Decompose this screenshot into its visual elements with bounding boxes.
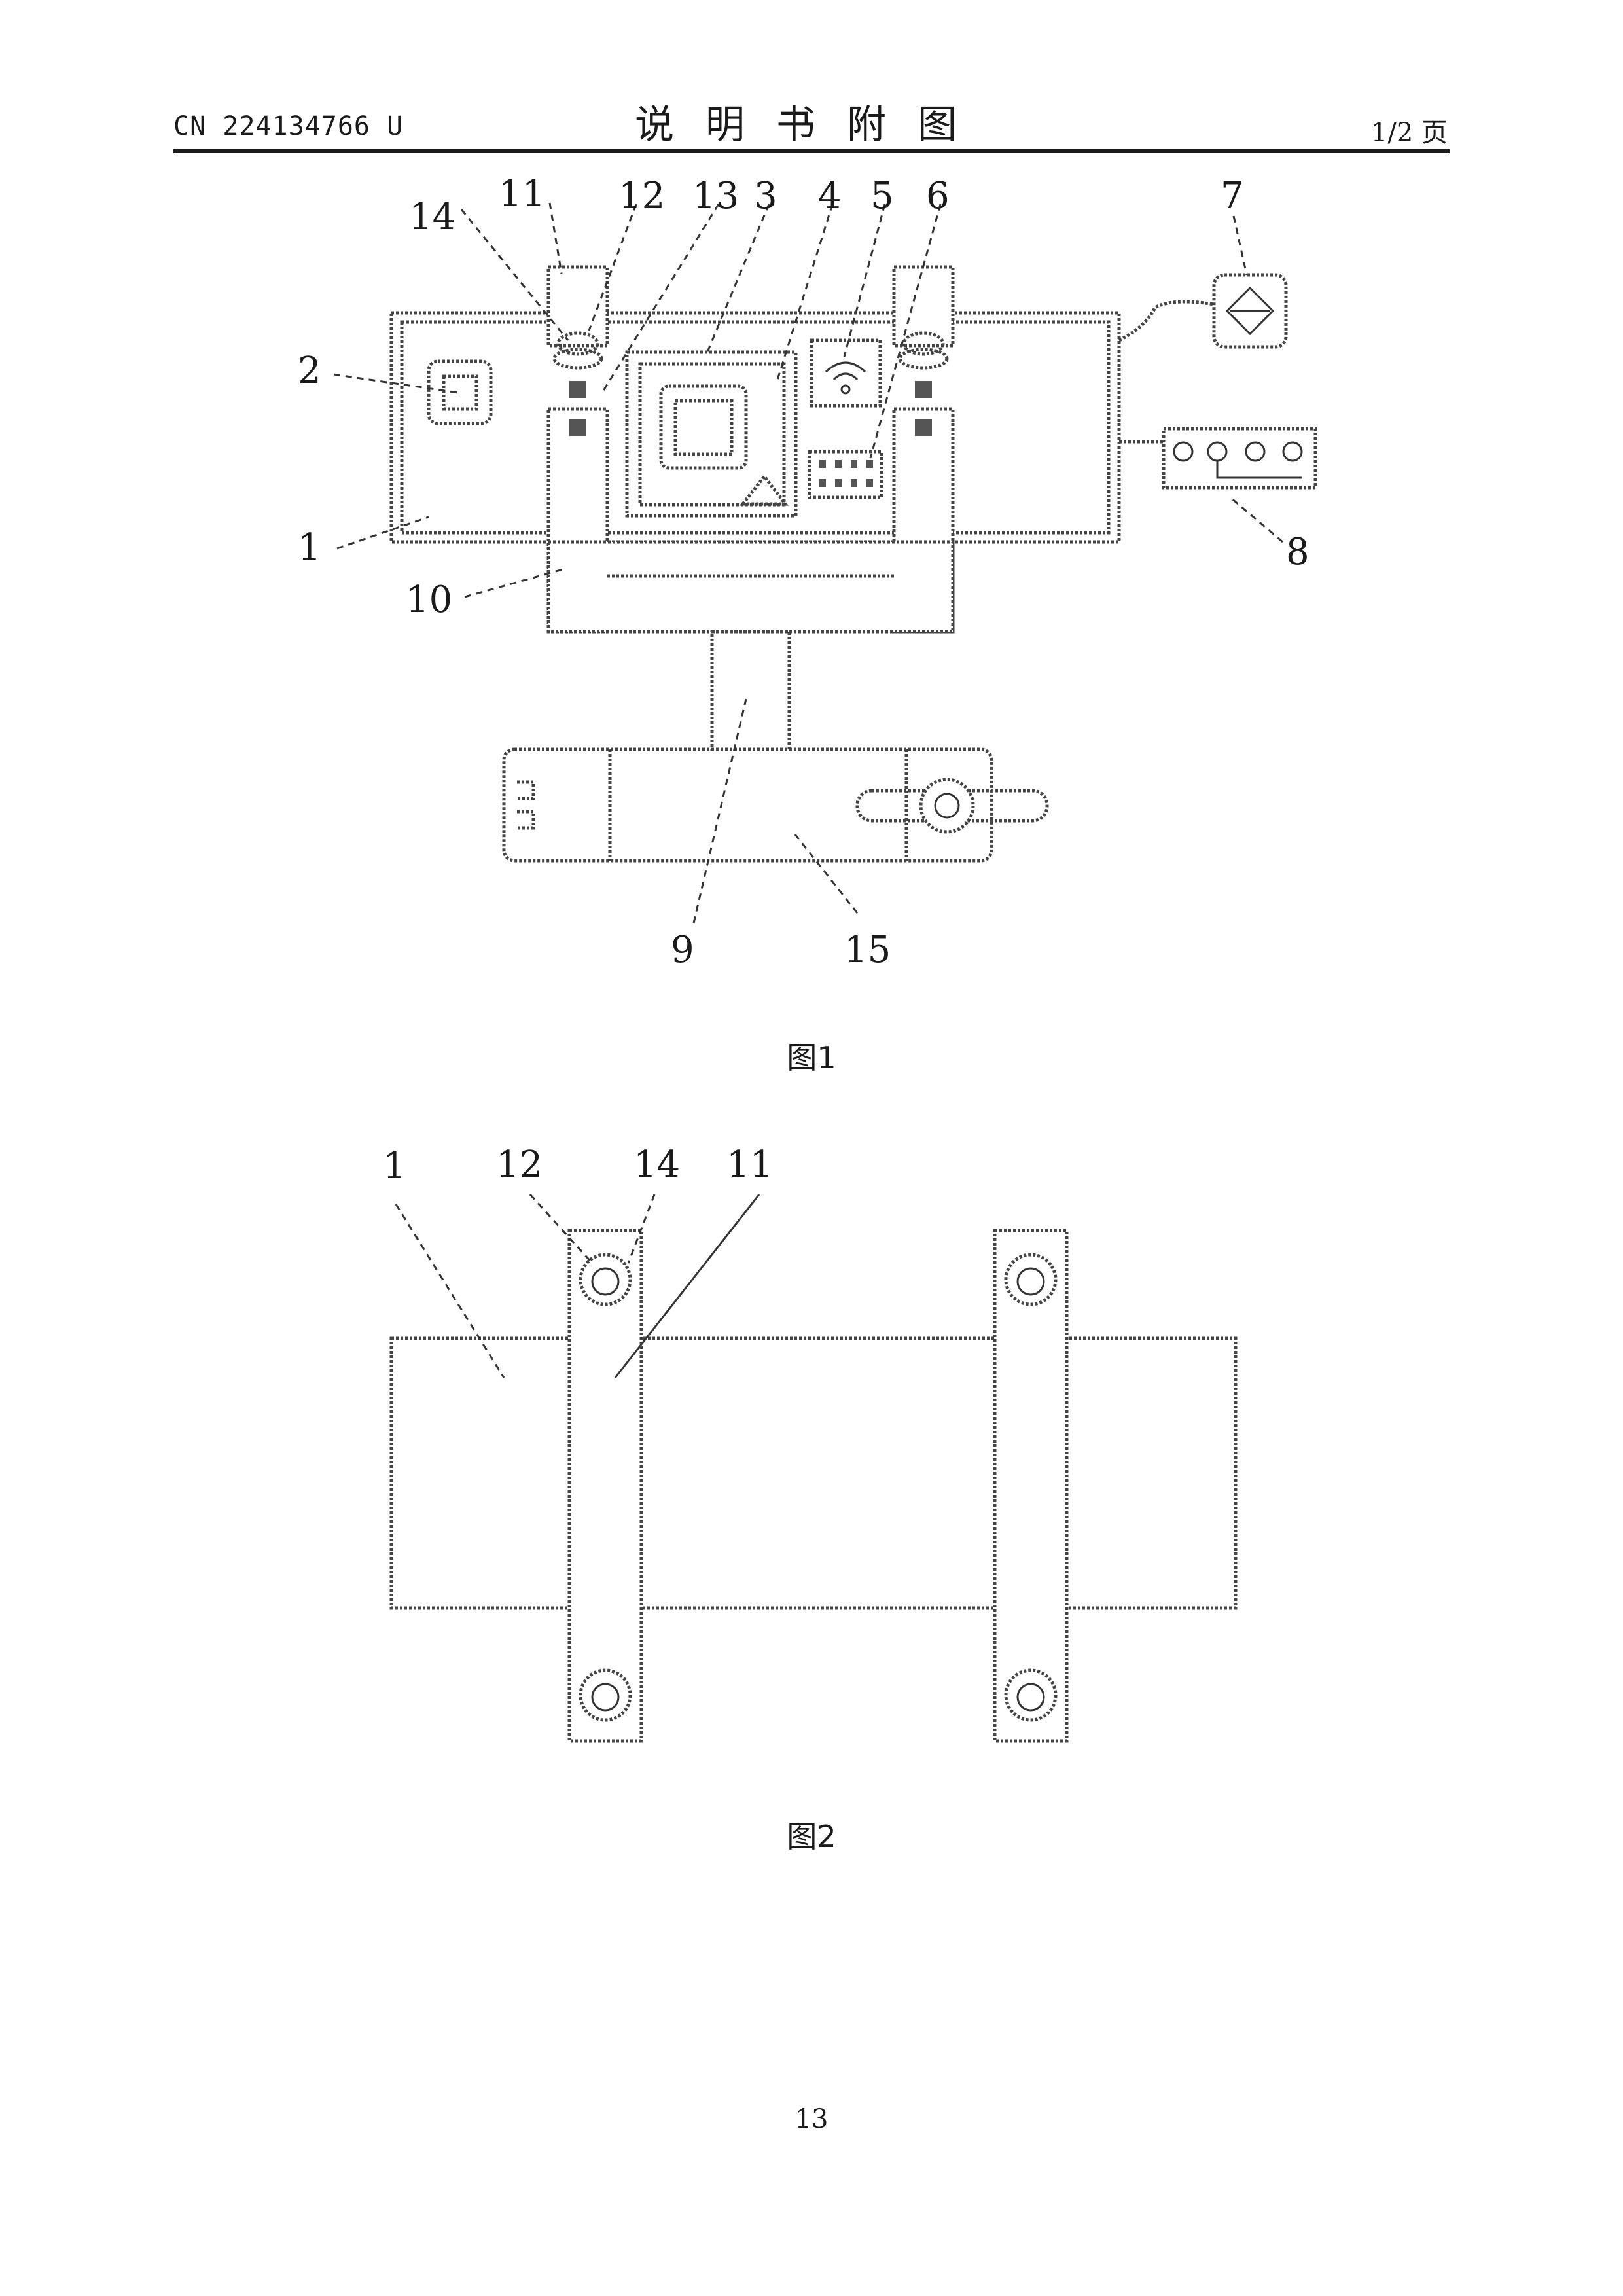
main-panel	[391, 313, 1119, 542]
device-8-port	[1208, 442, 1226, 461]
device-8-trace	[1217, 461, 1302, 478]
leader-line	[707, 204, 769, 353]
ref-label: 14	[409, 196, 455, 238]
right-bolt-upper	[915, 381, 932, 398]
device-8-port	[1246, 442, 1264, 461]
figure-1-drawing: 11 14 12 13 3 4 5 6 7 2 1 10 8 9 15	[0, 170, 1623, 1021]
ref-label: 5	[870, 175, 894, 217]
ref-label: 2	[298, 350, 321, 392]
component-2-box	[429, 361, 491, 423]
leader-line	[465, 569, 563, 597]
figure-2-drawing: 1 12 14 11	[0, 1113, 1623, 1780]
leader-line	[337, 517, 429, 548]
ref-label: 12	[496, 1143, 543, 1186]
knob	[921, 780, 973, 832]
ref-label: 11	[499, 173, 545, 215]
support-pole	[712, 632, 789, 749]
keypad-key	[866, 479, 873, 487]
ref-label: 10	[406, 579, 452, 621]
keypad-key	[851, 479, 857, 487]
keypad-key	[866, 460, 873, 468]
ref-label: 3	[754, 175, 777, 217]
left-bolt-upper	[569, 381, 586, 398]
leader-line	[396, 1204, 504, 1378]
ref-label: 1	[383, 1145, 406, 1187]
keypad-key	[835, 460, 842, 468]
leader-line	[1230, 497, 1283, 542]
keypad-key	[851, 460, 857, 468]
display-screen-frame	[627, 352, 796, 516]
ref-label: 15	[844, 929, 891, 971]
warning-triangle-icon	[743, 476, 785, 504]
keypad-key	[819, 479, 826, 487]
figure-2-caption: 图2	[0, 1813, 1623, 1856]
device-7-cable	[1119, 302, 1214, 340]
chip-core	[675, 401, 732, 454]
leader-line	[550, 203, 562, 274]
header-rule	[173, 149, 1450, 153]
ref-label: 7	[1221, 175, 1244, 217]
ref-label: 8	[1286, 531, 1310, 573]
keypad-key	[819, 460, 826, 468]
ref-label: 4	[818, 175, 842, 217]
left-bolt-lower	[569, 419, 586, 436]
wifi-icon-dot	[842, 386, 849, 393]
ref-label: 13	[692, 175, 739, 217]
panel-top-view	[391, 1338, 1236, 1608]
device-8-port	[1174, 442, 1192, 461]
ref-label: 6	[926, 175, 950, 217]
component-2-inner	[444, 376, 476, 409]
clamp-base	[548, 542, 953, 632]
wifi-icon-arc-outer	[826, 363, 865, 372]
figure-1-caption: 图1	[0, 1034, 1623, 1077]
right-bolt-lower	[915, 419, 932, 436]
leader-line	[844, 204, 885, 357]
right-spring-base	[900, 350, 947, 368]
keypad-key	[835, 479, 842, 487]
ref-label: 14	[633, 1143, 680, 1186]
left-spring-base	[554, 350, 601, 368]
left-clamp-strip	[569, 1230, 641, 1741]
ref-label: 9	[671, 929, 694, 971]
base-clamp	[504, 749, 991, 861]
leader-line	[334, 374, 458, 393]
leader-line	[694, 699, 746, 923]
ref-label: 1	[298, 526, 321, 569]
base-notch	[517, 812, 533, 828]
ref-label: 12	[618, 175, 665, 217]
right-clamp-cap	[894, 267, 953, 346]
leader-line	[1234, 216, 1247, 275]
ref-label: 11	[726, 1143, 773, 1186]
leader-line	[777, 204, 832, 380]
right-clamp-strip	[995, 1230, 1067, 1741]
page-marker: 1/2 页	[1371, 111, 1448, 149]
leader-line	[795, 834, 857, 913]
keypad-module	[810, 452, 882, 497]
wifi-icon-arc-inner	[834, 374, 857, 380]
page-number: 13	[0, 2104, 1623, 2134]
base-notch	[517, 782, 533, 798]
device-8-port	[1283, 442, 1302, 461]
